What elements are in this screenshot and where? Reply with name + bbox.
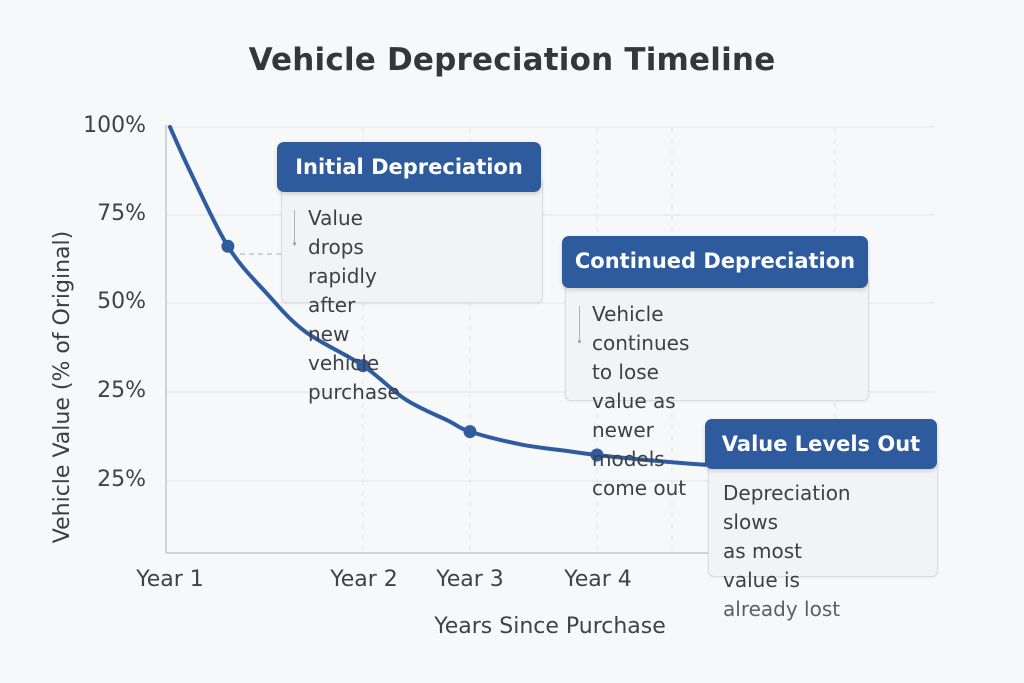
x-tick-label: Year 3 <box>436 567 504 592</box>
annotation-heading: Value Levels Out <box>705 419 937 469</box>
y-tick-label: 50% <box>97 289 146 314</box>
x-tick-label: Year 1 <box>136 567 204 592</box>
y-tick-label: 100% <box>83 113 146 138</box>
annotation-rule <box>294 210 295 246</box>
annotation-dot <box>293 242 296 245</box>
annotation-rule <box>579 306 580 342</box>
annotation-text: Depreciation slows as most value is alre… <box>723 479 851 624</box>
annotation-line: after new vehicle <box>308 293 380 375</box>
series-group <box>168 125 707 467</box>
data-point <box>356 359 370 373</box>
chart-title: Vehicle Depreciation Timeline <box>248 42 776 78</box>
annotation-line: Value drops rapidly <box>308 206 377 288</box>
annotation-line: Depreciation slows <box>723 481 851 534</box>
annotation-line: as most value is <box>723 539 803 592</box>
annotation-body <box>281 178 543 303</box>
y-tick-label: 75% <box>97 201 146 226</box>
annotation-line: come out <box>592 476 687 500</box>
data-point <box>590 448 604 462</box>
x-tick-label: Year 4 <box>564 567 632 592</box>
annotation-body <box>565 275 869 401</box>
data-point <box>221 239 235 253</box>
annotation-heading: Initial Depreciation <box>277 142 541 192</box>
annotation-line: already lost <box>723 597 841 621</box>
annotation-text: Vehicle continues to lose value as newer… <box>592 300 689 503</box>
annotation-text: Value drops rapidly after new vehicle pu… <box>308 204 400 407</box>
x-axis-label: Years Since Purchase <box>434 614 666 639</box>
x-tick-label: Year 2 <box>330 567 398 592</box>
annotation-line: purchase <box>308 380 400 404</box>
annotation-line: Vehicle continues to lose <box>592 302 690 384</box>
annotation-body <box>708 458 938 577</box>
y-tick-label: 25% <box>97 467 146 492</box>
annotation-line: value as newer models <box>592 389 676 471</box>
y-axis-label: Vehicle Value (% of Original) <box>50 230 75 544</box>
annotation-dot <box>578 340 581 343</box>
annotation-heading: Continued Depreciation <box>562 236 868 288</box>
y-tick-label: 25% <box>97 378 146 403</box>
data-point <box>463 425 477 439</box>
